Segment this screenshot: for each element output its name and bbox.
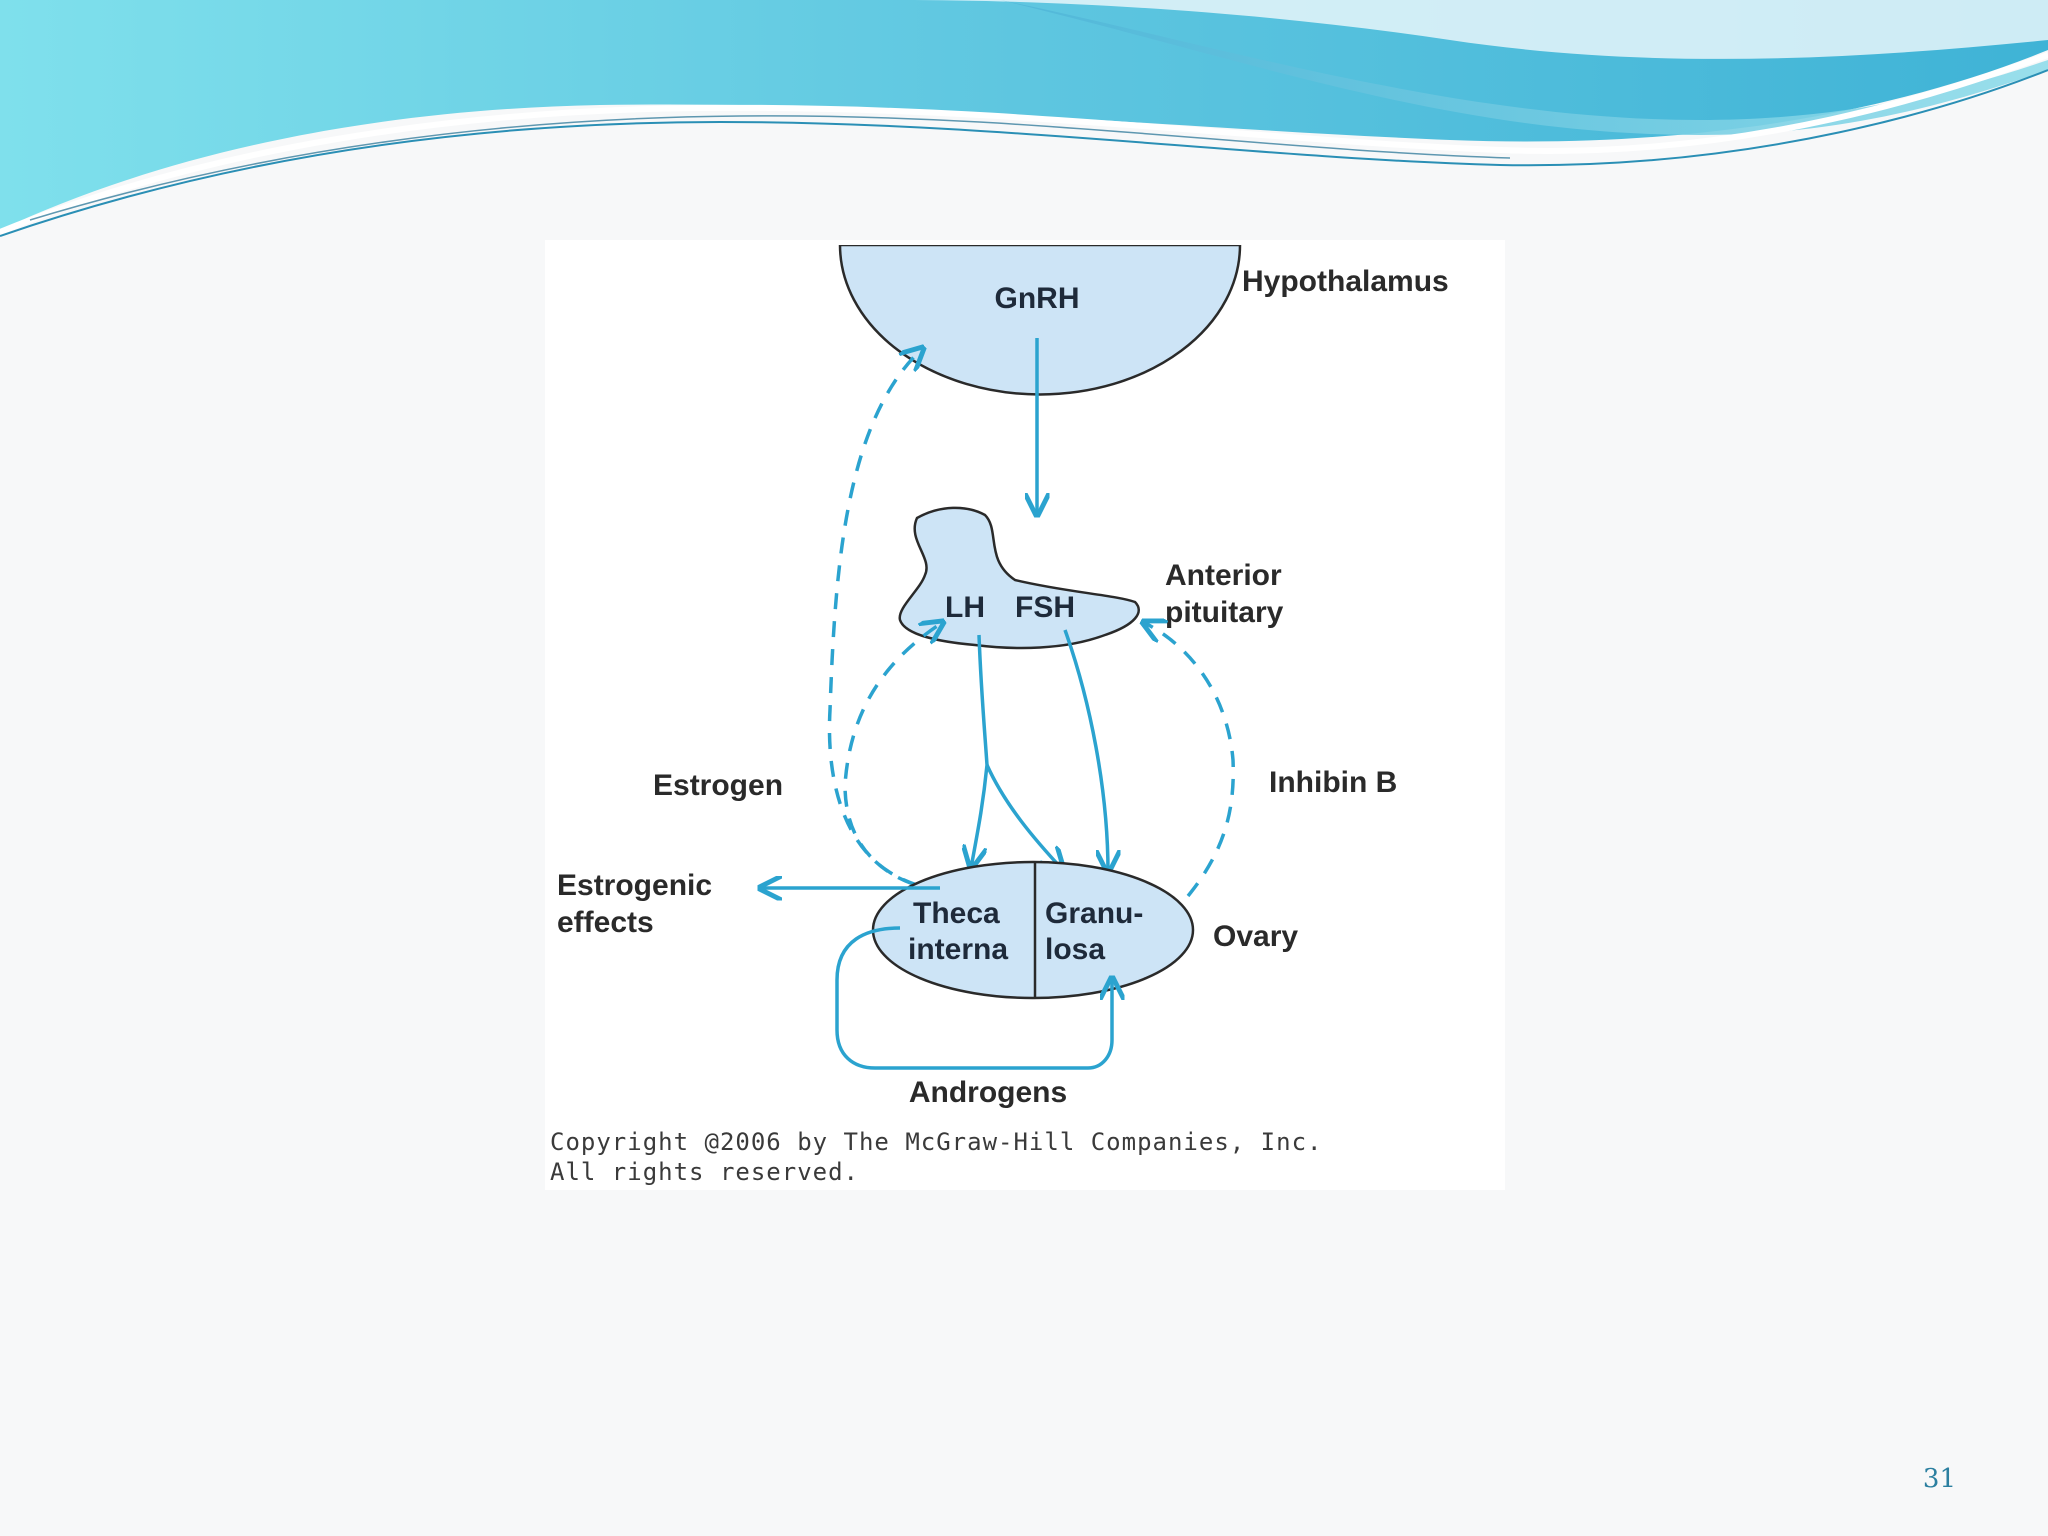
interna-label: interna [908, 933, 1008, 966]
fsh-to-granulosa-arrow [1063, 629, 1108, 872]
hypothalamus-label: Hypothalamus [1242, 265, 1449, 298]
copyright-line-2: All rights reserved. [550, 1158, 859, 1186]
hpo-axis-diagram: GnRH Hypothalamus LH FSH Anterior pituit… [557, 240, 1449, 1109]
slide-page-number: 31 [1922, 1464, 1956, 1494]
fsh-label: FSH [1015, 591, 1075, 624]
endocrine-feedback-figure: GnRH Hypothalamus LH FSH Anterior pituit… [545, 240, 1505, 1190]
anterior-pituitary-shape [898, 506, 1140, 650]
effects-label: effects [557, 906, 654, 939]
copyright-line-1: Copyright @2006 by The McGraw-Hill Compa… [550, 1128, 1323, 1156]
estrogen-label: Estrogen [653, 769, 783, 802]
ovary-label: Ovary [1213, 920, 1298, 953]
estrogenic-label: Estrogenic [557, 869, 712, 902]
anterior-label: Anterior [1165, 559, 1282, 592]
lh-to-ovary-arrow [971, 634, 989, 868]
inhibin-b-label: Inhibin B [1269, 766, 1397, 799]
pituitary-label: pituitary [1165, 596, 1284, 629]
estrogen-feedback-to-pituitary-arrow [843, 622, 945, 894]
losa-label: losa [1045, 933, 1105, 966]
header-wave-decoration [0, 0, 2048, 237]
ovary-shape [871, 860, 1195, 1000]
lh-label: LH [945, 591, 985, 624]
androgens-label: Androgens [909, 1076, 1067, 1109]
granu-label: Granu- [1045, 897, 1143, 930]
lh-branch-to-granulosa-arrow [985, 764, 1063, 870]
theca-label: Theca [913, 897, 1000, 930]
hypothalamus-shape [838, 243, 1242, 396]
androgens-loop-arrow [835, 926, 1112, 1070]
inhibin-b-feedback-arrow [1143, 622, 1235, 898]
gnrh-label: GnRH [995, 282, 1080, 315]
